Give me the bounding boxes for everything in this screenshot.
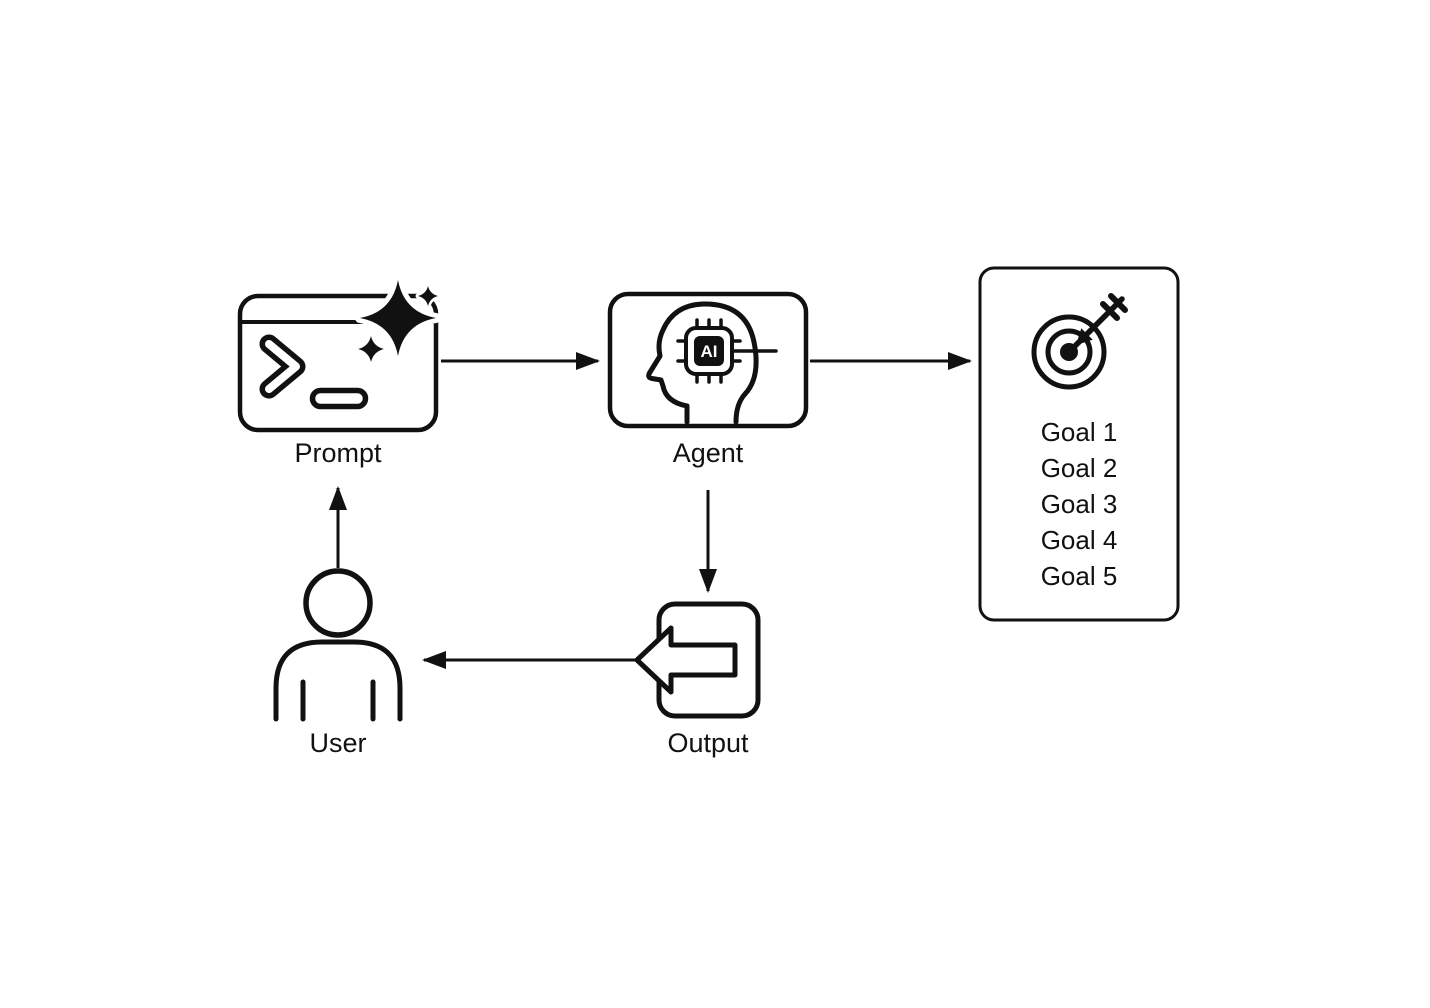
goal-item-5: Goal 5	[1041, 561, 1118, 591]
user-node: User	[273, 568, 403, 758]
goals-box	[978, 266, 1180, 622]
edges	[329, 352, 972, 669]
output-node: Output	[634, 601, 761, 758]
target-icon	[1031, 293, 1128, 390]
user-icon	[273, 568, 403, 722]
sparkle-icon	[355, 275, 441, 365]
ai-head-icon: AI	[646, 301, 778, 425]
agent-node: AI Agent	[607, 291, 809, 468]
agent-label: Agent	[673, 438, 744, 468]
goal-item-2: Goal 2	[1041, 453, 1118, 483]
goals-panel: Goal 1 Goal 2 Goal 3 Goal 4 Goal 5	[978, 266, 1180, 622]
goal-item-3: Goal 3	[1041, 489, 1118, 519]
terminal-icon	[259, 334, 369, 410]
user-label: User	[309, 728, 366, 758]
goal-list: Goal 1 Goal 2 Goal 3 Goal 4 Goal 5	[1041, 417, 1118, 591]
goal-item-1: Goal 1	[1041, 417, 1118, 447]
output-label: Output	[667, 728, 749, 758]
ai-chip-label: AI	[701, 342, 718, 361]
prompt-label: Prompt	[294, 438, 382, 468]
goal-item-4: Goal 4	[1041, 525, 1118, 555]
output-arrow-icon	[634, 625, 738, 695]
ai-chip-icon: AI	[676, 318, 778, 384]
prompt-node: Prompt	[237, 275, 441, 468]
